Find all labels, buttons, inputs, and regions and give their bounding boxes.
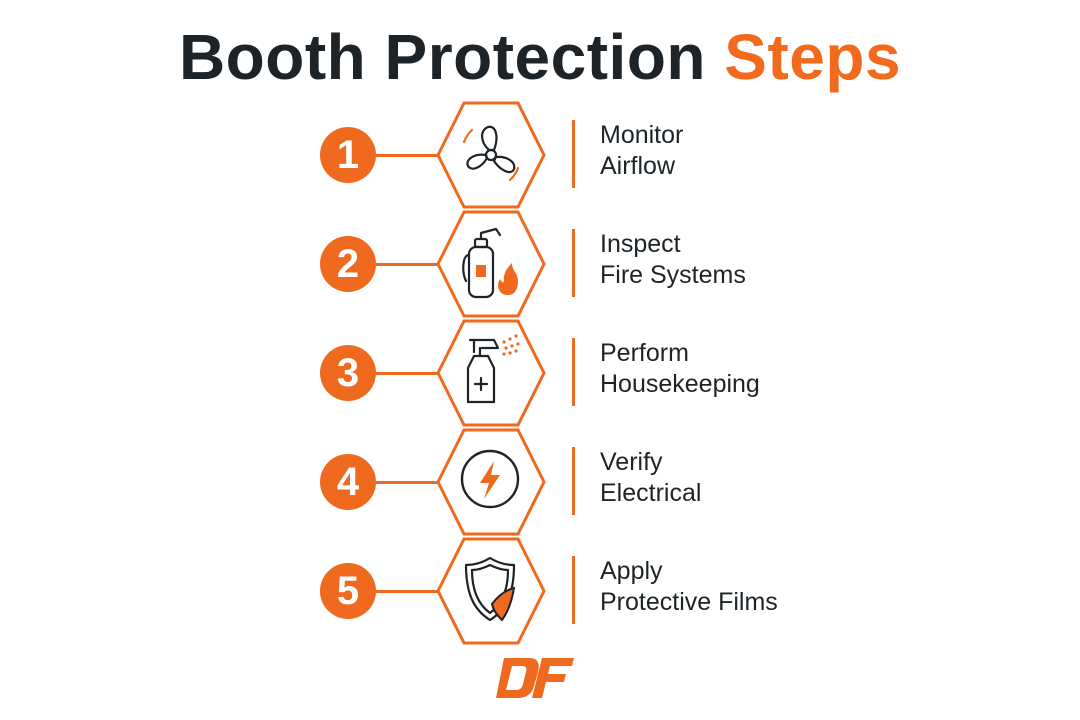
hexagon-frame <box>436 536 546 646</box>
df-logo <box>496 652 576 709</box>
fan-icon <box>466 125 516 174</box>
step-label-line2: Protective Films <box>600 588 778 616</box>
step-label-line1: Apply <box>600 557 663 585</box>
step-4: 4 Verify Electrical <box>0 427 1080 537</box>
step-label-line2: Electrical <box>600 479 702 507</box>
step-number-badge: 1 <box>320 127 376 183</box>
peel-film-icon <box>490 586 516 622</box>
flame-icon <box>498 263 518 295</box>
circle-outline-icon <box>460 449 520 509</box>
hexagon-frame <box>436 427 546 537</box>
step-number-badge: 2 <box>320 236 376 292</box>
divider-bar <box>572 120 575 188</box>
step-label-line1: Verify <box>600 448 663 476</box>
step-label: Apply Protective Films <box>600 556 778 618</box>
hexagon-frame <box>436 100 546 210</box>
connector-line <box>376 263 440 266</box>
step-label-line2: Airflow <box>600 152 676 180</box>
title-main: Booth Protection <box>178 21 706 93</box>
divider-bar <box>572 447 575 515</box>
step-number-badge: 4 <box>320 454 376 510</box>
step-label-line1: Monitor <box>600 121 684 149</box>
shield-icon <box>464 556 516 622</box>
spray-bottle-icon <box>466 338 500 404</box>
step-label-line1: Inspect <box>600 230 681 258</box>
divider-bar <box>572 229 575 297</box>
spray-mist-icon <box>502 334 520 356</box>
step-label-line2: Fire Systems <box>600 261 746 289</box>
hexagon-frame <box>436 318 546 428</box>
step-number-badge: 5 <box>320 563 376 619</box>
hexagon-frame <box>436 209 546 319</box>
title-accent: Steps <box>724 21 902 93</box>
page-title: Booth Protection Steps <box>0 22 1080 92</box>
divider-bar <box>572 338 575 406</box>
step-3: 3 Perform Housekeeping <box>0 318 1080 428</box>
step-label-line2: Housekeeping <box>600 370 760 398</box>
step-1: 1 Monitor Airflow <box>0 100 1080 210</box>
step-label: Monitor Airflow <box>600 120 683 182</box>
lightning-bolt-icon <box>480 461 500 499</box>
connector-line <box>376 372 440 375</box>
connector-line <box>376 481 440 484</box>
step-5: 5 Apply Protective Films <box>0 536 1080 646</box>
step-label: Verify Electrical <box>600 447 701 509</box>
connector-line <box>376 590 440 593</box>
fire-extinguisher-icon <box>462 227 502 299</box>
step-label: Inspect Fire Systems <box>600 229 746 291</box>
divider-bar <box>572 556 575 624</box>
step-2: 2 Inspect Fire Systems <box>0 209 1080 319</box>
connector-line <box>376 154 440 157</box>
step-label-line1: Perform <box>600 339 689 367</box>
step-label: Perform Housekeeping <box>600 338 760 400</box>
step-number-badge: 3 <box>320 345 376 401</box>
